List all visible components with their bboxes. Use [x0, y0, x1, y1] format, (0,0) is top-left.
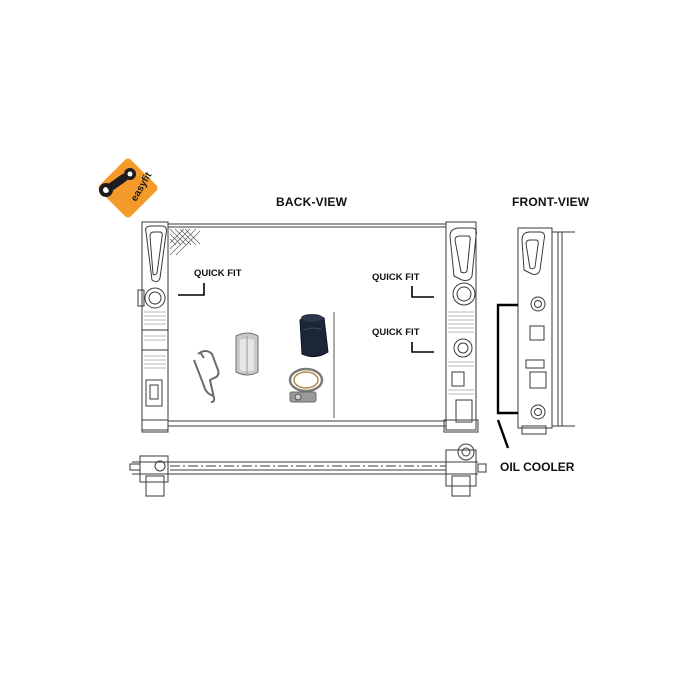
- sleeve-icon: [235, 332, 259, 376]
- hose-clamp-icon: [288, 367, 324, 403]
- hose-icon: [299, 314, 329, 358]
- quick-fit-label-right-top: QUICK FIT: [372, 272, 420, 283]
- radiator-front-view: [517, 227, 575, 435]
- oil-cooler-bracket: [496, 303, 518, 449]
- front-view-label: FRONT-VIEW: [512, 195, 590, 209]
- radiator-top-view: [129, 443, 487, 497]
- oil-cooler-label: OIL COOLER: [500, 460, 575, 474]
- quick-fit-label-right-bottom: QUICK FIT: [372, 327, 420, 338]
- back-view-label: BACK-VIEW: [276, 195, 348, 209]
- wrench-icon: [99, 168, 136, 197]
- accessories-kit: [193, 312, 335, 418]
- easyfit-logo-icon: easyfit: [98, 158, 158, 218]
- quick-fit-pointers: [178, 283, 434, 353]
- left-tank: [137, 221, 169, 433]
- clip-icon: [193, 350, 220, 403]
- right-tank: [443, 221, 479, 433]
- quick-fit-label-left: QUICK FIT: [194, 268, 242, 279]
